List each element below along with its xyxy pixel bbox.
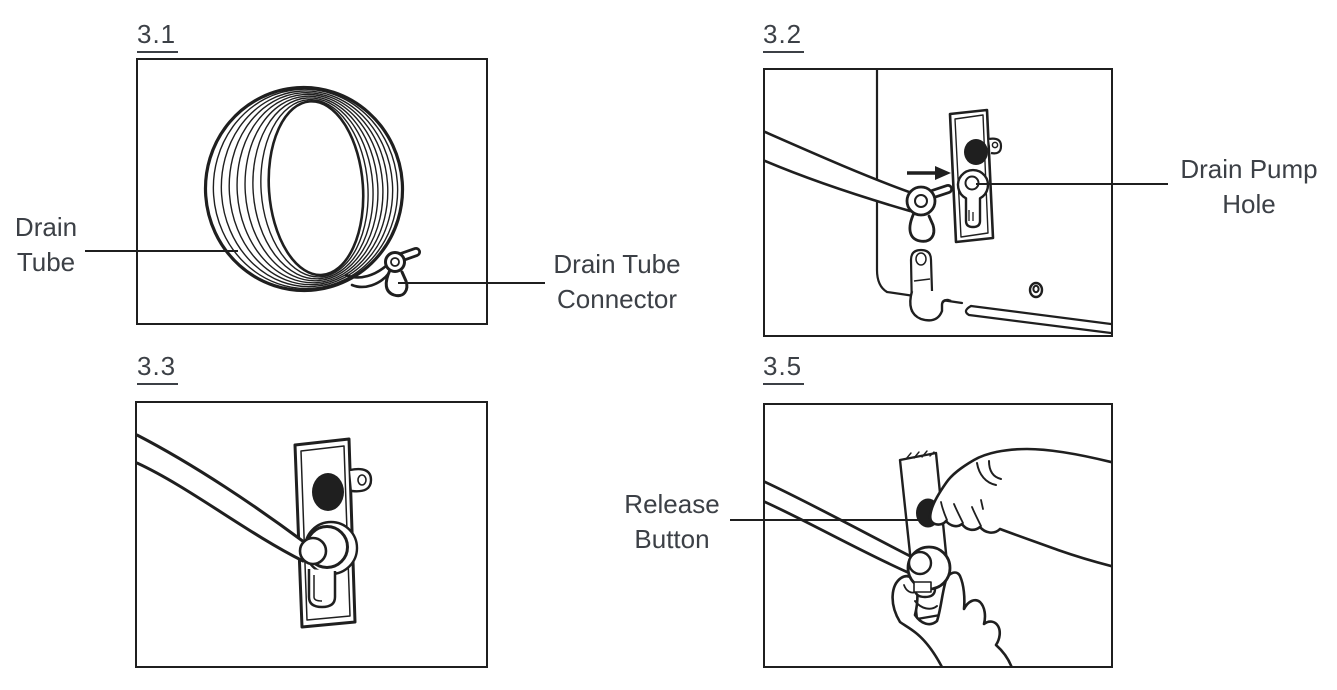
lower-hand-holding <box>891 571 1013 666</box>
figure-label-3-1: 3.1 <box>137 20 179 53</box>
connector-being-pulled <box>906 545 952 610</box>
release-button-leader-line <box>730 519 920 521</box>
callout-drain-tube-line1: Drain <box>14 212 78 242</box>
figure-panel-3-5 <box>763 403 1113 668</box>
callout-drain-pump-hole-line2: Hole <box>1222 189 1276 219</box>
callout-drain-tube: Drain Tube <box>6 210 86 280</box>
tube-coil <box>203 85 405 293</box>
drain-tube-connector <box>344 247 421 298</box>
drain-tube <box>137 433 306 563</box>
figure-panel-3-1 <box>136 58 488 325</box>
drain-pump-hole-illustration <box>765 70 1111 335</box>
callout-release-button-line2: Button <box>634 524 710 554</box>
drain-tube-with-connector <box>765 130 953 243</box>
callout-drain-tube-connector: Drain Tube Connector <box>537 247 697 317</box>
callout-drain-pump-hole-line1: Drain Pump <box>1180 154 1318 184</box>
callout-drain-tube-line2: Tube <box>16 247 76 277</box>
insert-direction-arrow <box>907 166 951 180</box>
callout-release-button: Release Button <box>592 487 752 557</box>
figure-panel-3-2 <box>763 68 1113 337</box>
upper-hand-pressing <box>928 447 1111 568</box>
drain-tube-connector-leader-line <box>398 282 545 284</box>
drain-pump-hole-plate <box>948 108 1003 244</box>
plate-tab <box>988 137 1003 155</box>
figure-label-3-3: 3.3 <box>137 352 179 385</box>
inserted-connector <box>298 520 359 609</box>
figure-label-3-2: 3.2 <box>763 20 805 53</box>
figure-panel-3-3 <box>135 401 488 668</box>
release-button-small <box>964 139 988 165</box>
drain-tube-coil-illustration <box>203 85 421 298</box>
appliance-corner <box>875 70 1111 335</box>
callout-drain-tube-connector-line2: Connector <box>557 284 677 314</box>
tube-connected-illustration <box>137 433 373 629</box>
release-button <box>312 473 344 511</box>
figure-label-3-5: 3.5 <box>763 352 805 385</box>
callout-release-button-line1: Release <box>624 489 720 519</box>
drain-pump-hole-leader-line <box>976 183 1168 185</box>
plate-tab <box>348 467 373 493</box>
release-button-press-illustration <box>765 447 1111 666</box>
drain-tube <box>765 480 912 574</box>
callout-drain-tube-connector-line1: Drain Tube <box>553 249 681 279</box>
drain-tube-leader-line <box>85 250 238 252</box>
callout-drain-pump-hole: Drain Pump Hole <box>1168 152 1330 222</box>
drain-outlet-bracket <box>909 248 952 322</box>
screw-hole <box>1028 281 1044 299</box>
